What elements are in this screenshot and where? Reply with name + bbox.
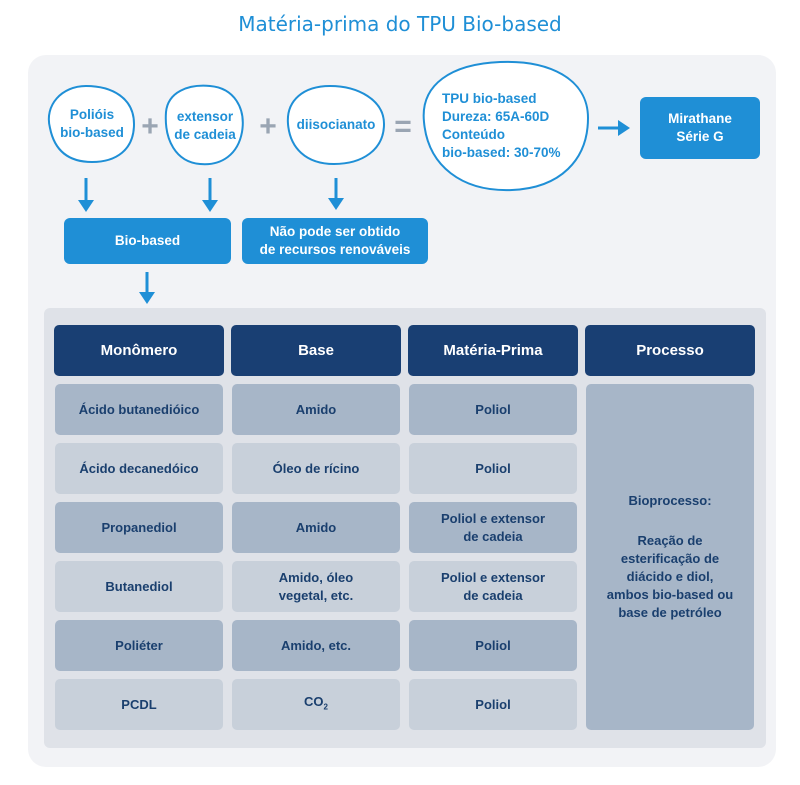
diisocyanate-label: diisocianato xyxy=(296,117,376,132)
table-cell-monomer: Ácido decanedóico xyxy=(55,443,223,494)
table-cell-monomer: Butanediol xyxy=(55,561,223,612)
table-cell-raw: Poliol e extensor de cadeia xyxy=(409,502,577,553)
table-cell-base: Óleo de rícino xyxy=(232,443,400,494)
diisocyanate-blob xyxy=(286,84,386,166)
process-cell: Bioprocesso: Reação de esterificação de … xyxy=(586,384,754,730)
arrow-biobased-down xyxy=(139,272,155,304)
result-label: TPU bio-based Dureza: 65A-60D Conteúdo b… xyxy=(442,91,561,160)
result-blob xyxy=(422,60,590,192)
header-process: Processo xyxy=(585,325,755,376)
table-cell-raw: Poliol xyxy=(409,620,577,671)
table-cell-monomer: Ácido butanedióico xyxy=(55,384,223,435)
table-cell-base: CO2 xyxy=(232,679,400,730)
polyols-label: Polióis bio-based xyxy=(60,107,124,140)
header-base: Base xyxy=(231,325,401,376)
polyols-blob xyxy=(47,84,136,164)
table-cell-base: Amido, óleo vegetal, etc. xyxy=(232,561,400,612)
non-renewable-box: Não pode ser obtido de recursos renováve… xyxy=(242,218,428,264)
extender-label: extensor de cadeia xyxy=(174,109,236,142)
table-cell-base: Amido, etc. xyxy=(232,620,400,671)
header-raw-material: Matéria-Prima xyxy=(408,325,578,376)
arrow-extender-down xyxy=(202,178,218,212)
arrow-diisocyanate-down xyxy=(328,178,344,210)
table-cell-monomer: Propanediol xyxy=(55,502,223,553)
plus-sign-1: + xyxy=(141,110,159,143)
diagram-title: Matéria-prima do TPU Bio-based xyxy=(238,12,562,36)
table-cell-raw: Poliol xyxy=(409,679,577,730)
process-description: Reação de esterificação de diácido e dio… xyxy=(606,533,734,620)
table-cell-monomer: Poliéter xyxy=(55,620,223,671)
equals-sign: = xyxy=(394,110,412,143)
plus-sign-2: + xyxy=(259,110,277,143)
table-cell-raw: Poliol e extensor de cadeia xyxy=(409,561,577,612)
co2-formula: CO2 xyxy=(304,693,328,712)
arrow-to-product xyxy=(598,120,630,136)
product-box: Mirathane Série G xyxy=(640,97,760,159)
process-title: Bioprocesso: xyxy=(628,493,712,508)
table-cell-base: Amido xyxy=(232,384,400,435)
arrow-polyols-down xyxy=(78,178,94,212)
table-cell-raw: Poliol xyxy=(409,384,577,435)
table-cell-monomer: PCDL xyxy=(55,679,223,730)
extender-blob xyxy=(164,84,244,166)
bio-based-box: Bio-based xyxy=(64,218,231,264)
header-monomer: Monômero xyxy=(54,325,224,376)
table-cell-raw: Poliol xyxy=(409,443,577,494)
table-cell-base: Amido xyxy=(232,502,400,553)
